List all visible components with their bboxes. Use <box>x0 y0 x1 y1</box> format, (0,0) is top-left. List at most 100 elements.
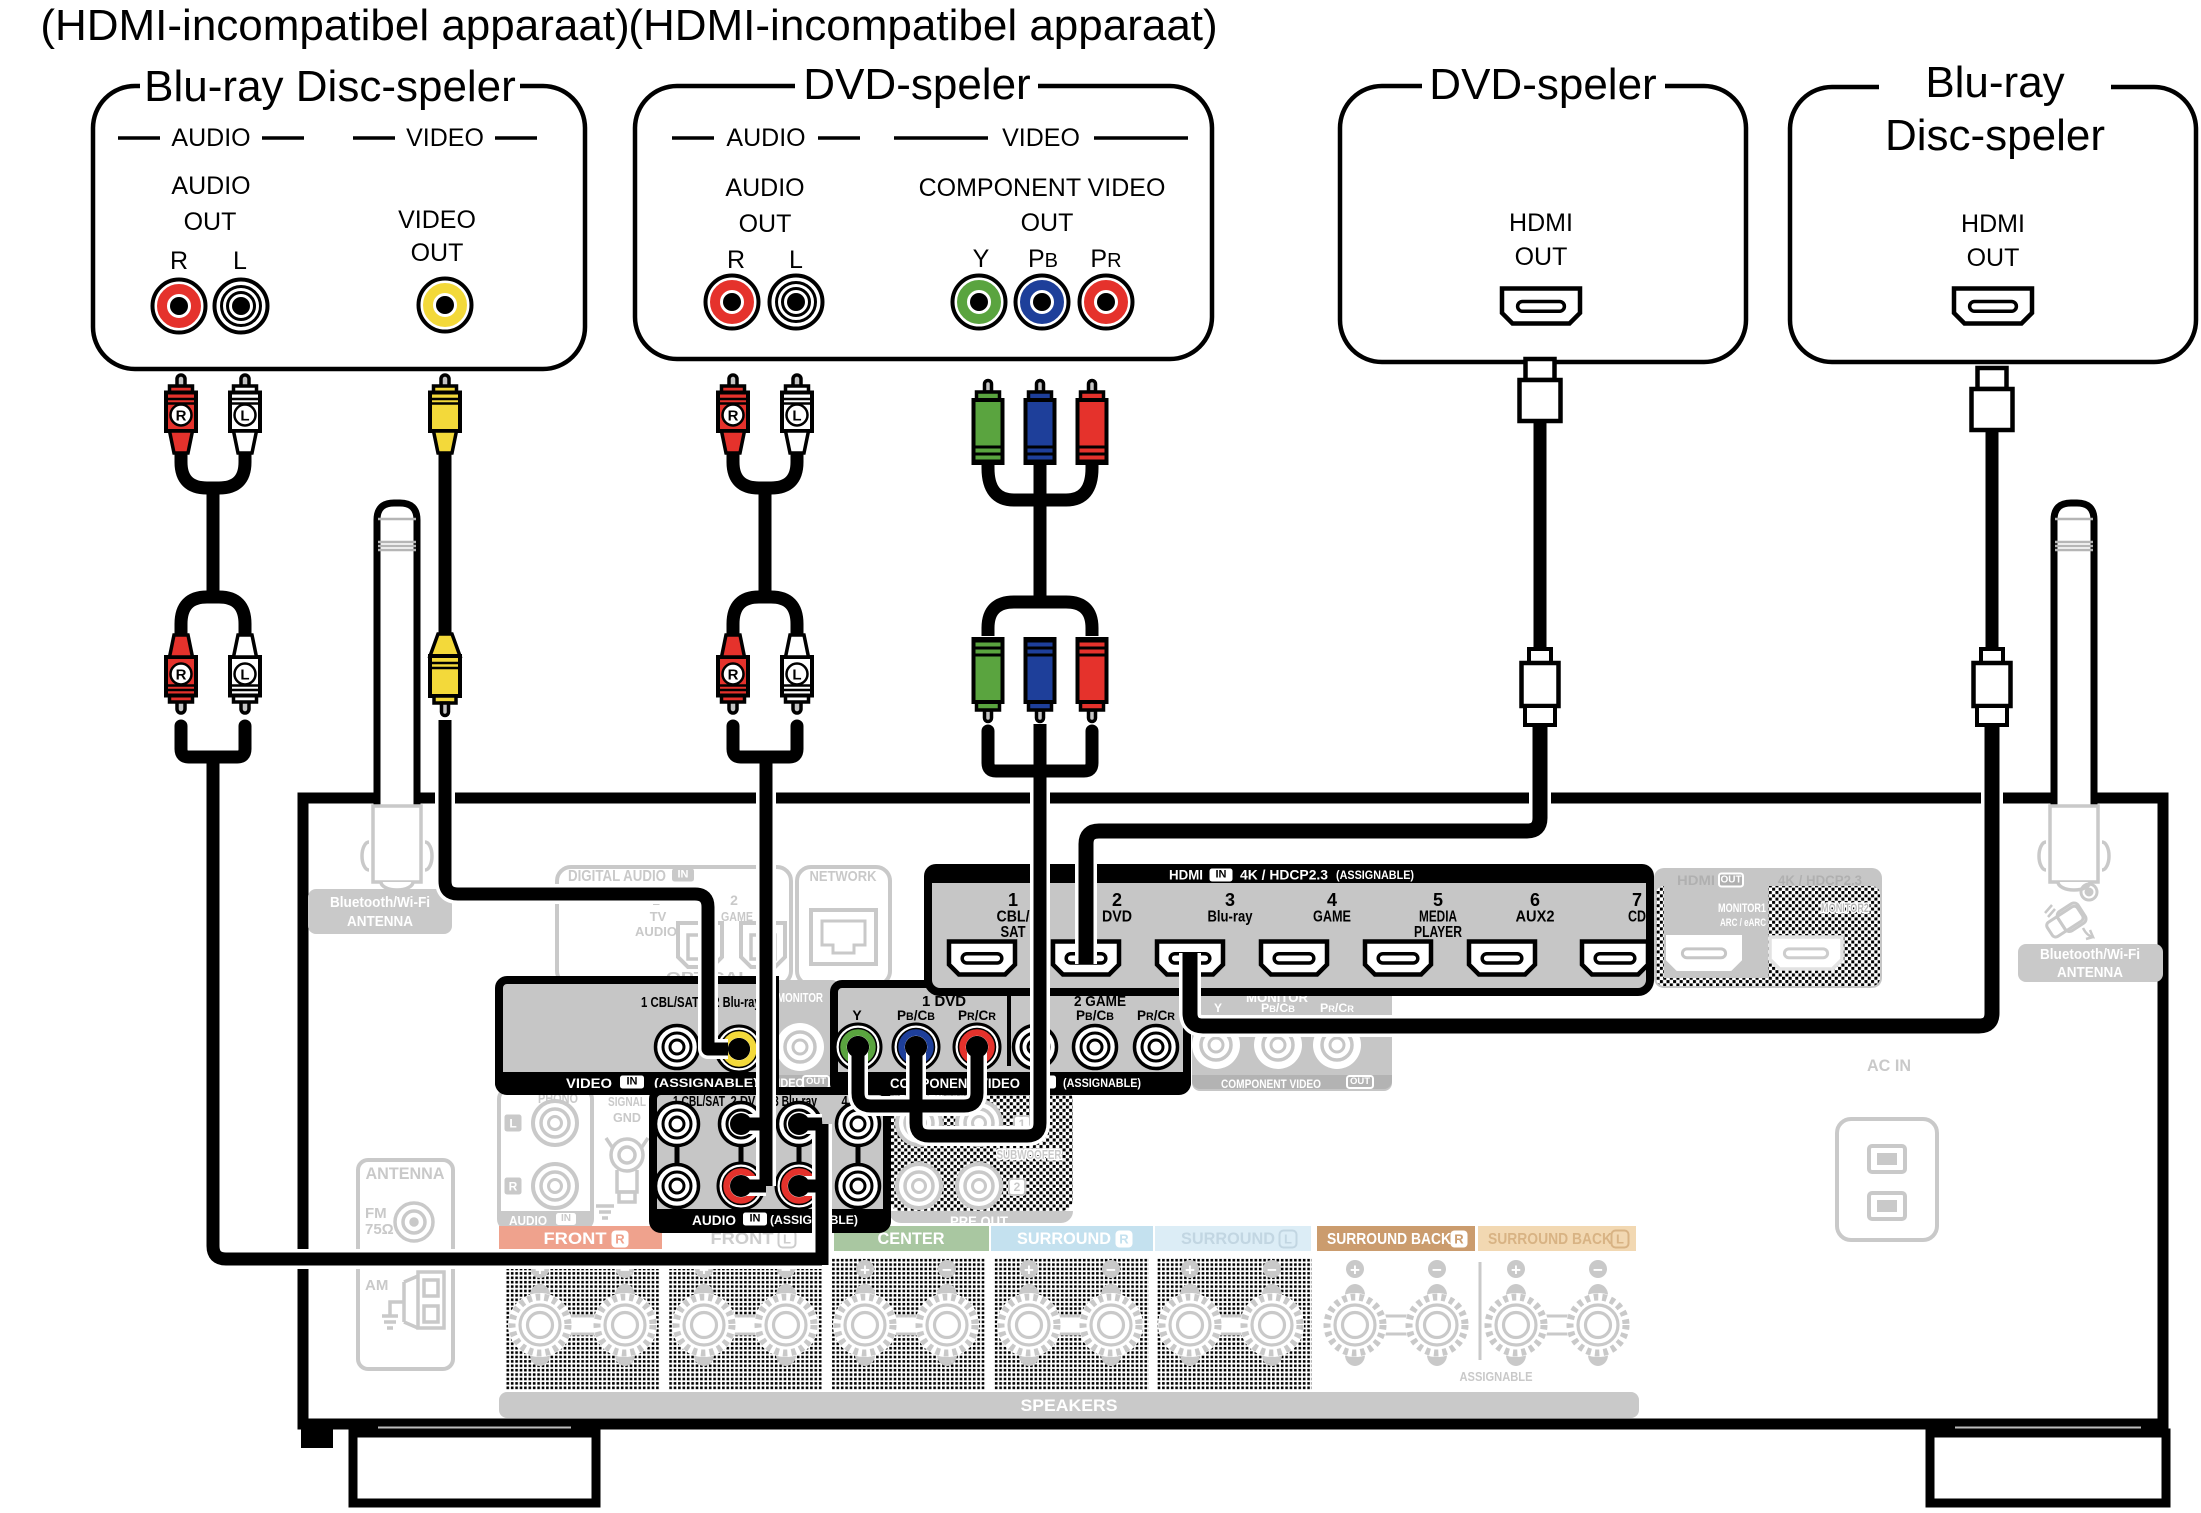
svg-text:L: L <box>789 246 803 274</box>
svg-text:R: R <box>727 246 745 274</box>
svg-text:L: L <box>233 247 247 275</box>
svg-text:ANTENNA: ANTENNA <box>347 913 413 930</box>
svg-text:FM: FM <box>365 1205 387 1222</box>
svg-text:DVD-speler: DVD-speler <box>803 60 1030 109</box>
svg-text:Y: Y <box>1214 1001 1222 1015</box>
svg-text:AUDIO: AUDIO <box>692 1212 736 1228</box>
svg-text:L: L <box>783 1232 791 1247</box>
svg-text:−: − <box>942 1261 952 1280</box>
svg-text:R: R <box>615 1232 625 1247</box>
svg-text:PB: PB <box>1028 245 1058 273</box>
svg-text:OUT: OUT <box>1515 243 1568 271</box>
svg-text:AUDIO: AUDIO <box>725 174 804 202</box>
svg-text:75Ω: 75Ω <box>365 1221 394 1238</box>
svg-text:AUDIO: AUDIO <box>635 924 677 939</box>
svg-text:L: L <box>240 667 249 684</box>
svg-text:Blu-ray: Blu-ray <box>1925 58 2064 107</box>
svg-text:L: L <box>509 1117 516 1131</box>
svg-text:3: 3 <box>1225 890 1235 910</box>
svg-text:SUBWOOFER: SUBWOOFER <box>997 1148 1062 1162</box>
svg-text:PR/CR: PR/CR <box>1320 1001 1355 1015</box>
svg-text:CD: CD <box>1628 909 1646 926</box>
svg-text:PR/CR: PR/CR <box>958 1007 996 1023</box>
svg-text:VIDEO: VIDEO <box>398 206 476 234</box>
svg-text:(ASSIGNABLE): (ASSIGNABLE) <box>1063 1076 1141 1090</box>
svg-text:SPEAKERS: SPEAKERS <box>1021 1397 1118 1415</box>
svg-text:OUT: OUT <box>1021 209 1074 237</box>
svg-text:ARC / eARC: ARC / eARC <box>1720 917 1766 929</box>
svg-text:1 CBL/SAT: 1 CBL/SAT <box>641 995 699 1011</box>
svg-text:OUT: OUT <box>1350 1076 1370 1087</box>
svg-text:OUT: OUT <box>739 210 792 238</box>
svg-text:GAME: GAME <box>1313 909 1351 926</box>
svg-text:R: R <box>170 247 188 275</box>
svg-text:AUDIO: AUDIO <box>171 124 250 152</box>
svg-text:Bluetooth/Wi-Fi: Bluetooth/Wi-Fi <box>330 894 430 911</box>
svg-text:HDMI: HDMI <box>1961 210 2025 238</box>
svg-text:(ASSIGNABLE): (ASSIGNABLE) <box>1336 870 1414 882</box>
svg-text:SURROUND: SURROUND <box>1181 1229 1275 1248</box>
svg-text:PB/CB: PB/CB <box>897 1007 935 1023</box>
svg-text:−: − <box>620 1261 630 1280</box>
svg-text:2: 2 <box>1112 890 1122 910</box>
svg-text:R: R <box>509 1180 518 1194</box>
svg-text:5: 5 <box>1433 890 1443 910</box>
svg-text:PRE OUT: PRE OUT <box>950 1213 1008 1229</box>
svg-text:DIGITAL AUDIO: DIGITAL AUDIO <box>568 868 666 885</box>
svg-text:ANTENNA: ANTENNA <box>2057 964 2123 981</box>
svg-text:CBL/: CBL/ <box>997 909 1030 926</box>
svg-text:1 DVD: 1 DVD <box>922 993 966 1010</box>
svg-text:4K / HDCP2.3: 4K / HDCP2.3 <box>1778 873 1862 888</box>
svg-text:+: + <box>1024 1261 1034 1280</box>
svg-text:L: L <box>1284 1232 1292 1247</box>
svg-text:(HDMI-incompatibel apparaat): (HDMI-incompatibel apparaat) <box>628 1 1217 50</box>
svg-text:MEDIA: MEDIA <box>1419 909 1457 926</box>
svg-text:HDMI: HDMI <box>1677 873 1715 888</box>
svg-text:GND: GND <box>613 1110 641 1125</box>
svg-text:VIDEO: VIDEO <box>566 1075 612 1091</box>
svg-text:+: + <box>699 1261 709 1280</box>
svg-text:MONITOR2: MONITOR2 <box>1821 901 1869 915</box>
svg-text:Bluetooth/Wi-Fi: Bluetooth/Wi-Fi <box>2040 946 2140 963</box>
svg-text:PB/CB: PB/CB <box>1261 1001 1296 1015</box>
svg-text:IN: IN <box>678 869 689 881</box>
svg-text:MONITOR: MONITOR <box>777 990 823 1005</box>
svg-text:AM: AM <box>365 1277 388 1294</box>
svg-text:R: R <box>176 667 187 684</box>
svg-text:+: + <box>860 1261 870 1280</box>
svg-text:IN: IN <box>750 1213 761 1225</box>
svg-text:R: R <box>728 408 739 425</box>
svg-text:SAT: SAT <box>1001 924 1026 941</box>
svg-text:COMPONENT VIDEO: COMPONENT VIDEO <box>1221 1077 1321 1091</box>
svg-text:IN: IN <box>627 1076 638 1088</box>
svg-text:2 Blu-ray: 2 Blu-ray <box>714 995 761 1011</box>
svg-text:OUT: OUT <box>184 208 237 236</box>
svg-text:2: 2 <box>1014 1180 1021 1194</box>
svg-text:1: 1 <box>1019 1117 1026 1131</box>
svg-text:AUX2: AUX2 <box>1516 909 1555 926</box>
svg-text:Y: Y <box>973 245 990 273</box>
svg-text:(ASSIGNABLE): (ASSIGNABLE) <box>654 1076 758 1090</box>
svg-text:(HDMI-incompatibel apparaat): (HDMI-incompatibel apparaat) <box>40 1 629 50</box>
svg-text:DVD: DVD <box>1102 909 1132 926</box>
svg-text:HDMI: HDMI <box>1509 209 1573 237</box>
svg-text:−: − <box>781 1261 791 1280</box>
svg-text:+: + <box>1185 1261 1195 1280</box>
svg-text:FRONT: FRONT <box>544 1229 608 1248</box>
svg-text:SIGNAL: SIGNAL <box>608 1094 646 1109</box>
svg-text:Blu-ray Disc-speler: Blu-ray Disc-speler <box>144 62 516 111</box>
svg-text:ANTENNA: ANTENNA <box>366 1164 445 1183</box>
svg-text:−: − <box>1267 1261 1277 1280</box>
svg-text:−: − <box>1106 1261 1116 1280</box>
svg-text:SURROUND BACK: SURROUND BACK <box>1327 1231 1452 1248</box>
svg-text:PR: PR <box>1090 245 1121 273</box>
svg-text:R: R <box>1454 1232 1464 1247</box>
svg-text:L: L <box>792 408 801 425</box>
svg-text:R: R <box>176 408 187 425</box>
svg-text:Disc-speler: Disc-speler <box>1885 111 2105 160</box>
svg-text:R: R <box>1119 1232 1129 1247</box>
svg-text:+: + <box>535 1261 545 1280</box>
svg-text:4K / HDCP2.3: 4K / HDCP2.3 <box>1240 868 1329 883</box>
svg-text:−: − <box>1432 1261 1442 1280</box>
svg-text:2: 2 <box>730 892 738 908</box>
